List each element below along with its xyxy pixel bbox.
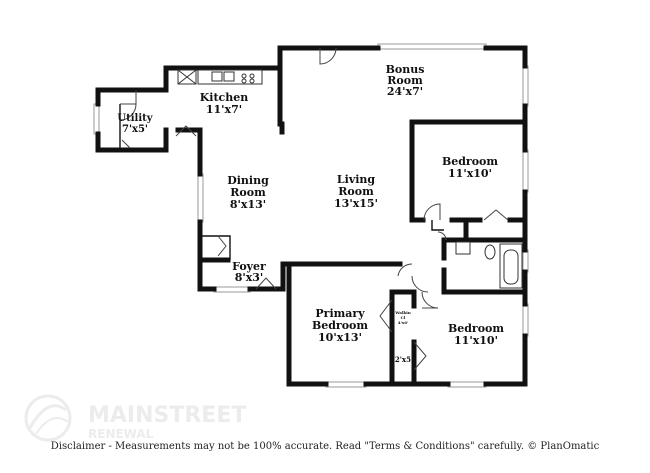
room-utility-dims: 7'x5' (122, 124, 148, 135)
watermark-sub: RENEWAL (88, 427, 154, 441)
room-bonus: Bonus Room 24'x7' (386, 63, 425, 98)
room-dining: Dining Room 8'x13' (227, 174, 269, 211)
room-foyer-dims: 8'x3' (235, 271, 264, 284)
room-foyer-name: Foyer (232, 260, 266, 273)
mainstreet-logo-icon (24, 394, 72, 442)
room-bedroom-ne-name: Bedroom (442, 155, 498, 168)
watermark-brand: MAINSTREET (88, 403, 246, 428)
room-foyer: Foyer 8'x3' (232, 260, 266, 284)
room-utility-name: Utility (117, 113, 153, 124)
room-kitchen-dims: 11'x7' (206, 103, 242, 116)
bath-fixtures (455, 241, 523, 289)
room-primary: Primary Bedroom 10'x13' (312, 307, 368, 344)
interior-details (119, 104, 444, 260)
door-bath (411, 275, 429, 293)
room-utility: Utility 7'x5' (117, 113, 153, 135)
doors (119, 47, 509, 371)
door-closet-ne (483, 209, 509, 221)
room-primary-name: Primary (315, 307, 365, 320)
room-bedroom-se: Bedroom 11'x10' (448, 322, 504, 347)
door-front (255, 277, 277, 290)
room-bedroom-ne-dims: 11'x10' (448, 167, 492, 180)
room-labels: Bonus Room 24'x7' Kitchen 11'x7' Utility… (117, 63, 504, 364)
door-closet-se (413, 341, 427, 371)
room-living: Living Room 13'x15' (334, 173, 378, 210)
room-kitchen: Kitchen 11'x7' (200, 91, 249, 116)
disclaimer-text: Disclaimer - Measurements may not be 100… (50, 441, 600, 452)
toilet-icon (484, 244, 496, 260)
room-closet: 2'x5' (395, 355, 413, 364)
sink-icon (211, 71, 223, 82)
room-bonus-name2: Room (387, 74, 423, 87)
room-walkin-dims: 4'x6' (398, 320, 408, 325)
door-kitchen-closet (175, 125, 197, 137)
door-bedroom-ne (423, 203, 441, 221)
door-bedroom-se (421, 291, 439, 309)
door-utility (119, 90, 137, 121)
room-bedroom-se-name: Bedroom (448, 322, 504, 335)
door-primary (397, 263, 413, 277)
room-bedroom-se-dims: 11'x10' (454, 334, 498, 347)
door-hall (437, 231, 447, 241)
room-primary-dims: 10'x13' (318, 331, 362, 344)
door-foyer-closet (217, 235, 227, 257)
room-walkin-name2: Cl (401, 315, 406, 320)
room-walkin: Walkin Cl 4'x6' (394, 310, 411, 325)
room-dining-name2: Room (230, 186, 266, 199)
room-bonus-name: Bonus (386, 63, 425, 76)
room-living-name: Living (337, 173, 375, 186)
door-utility-out (121, 139, 131, 149)
room-living-dims: 13'x15' (334, 197, 378, 210)
room-living-name2: Room (338, 185, 374, 198)
room-walkin-name: Walkin (394, 310, 411, 315)
door-walkin (379, 299, 393, 333)
room-bonus-dims: 24'x7' (387, 85, 423, 98)
kitchen-fixtures (177, 69, 263, 85)
room-dining-name: Dining (227, 174, 269, 187)
room-kitchen-name: Kitchen (200, 91, 249, 104)
door-bonus (319, 47, 337, 65)
room-closet-dims: 2'x5' (395, 355, 413, 364)
watermark: MAINSTREET RENEWAL (24, 394, 246, 442)
walls (95, 45, 528, 387)
vanity-sink-icon (455, 241, 471, 255)
room-dining-dims: 8'x13' (230, 198, 266, 211)
room-primary-name2: Bedroom (312, 319, 368, 332)
room-bedroom-ne: Bedroom 11'x10' (442, 155, 498, 180)
